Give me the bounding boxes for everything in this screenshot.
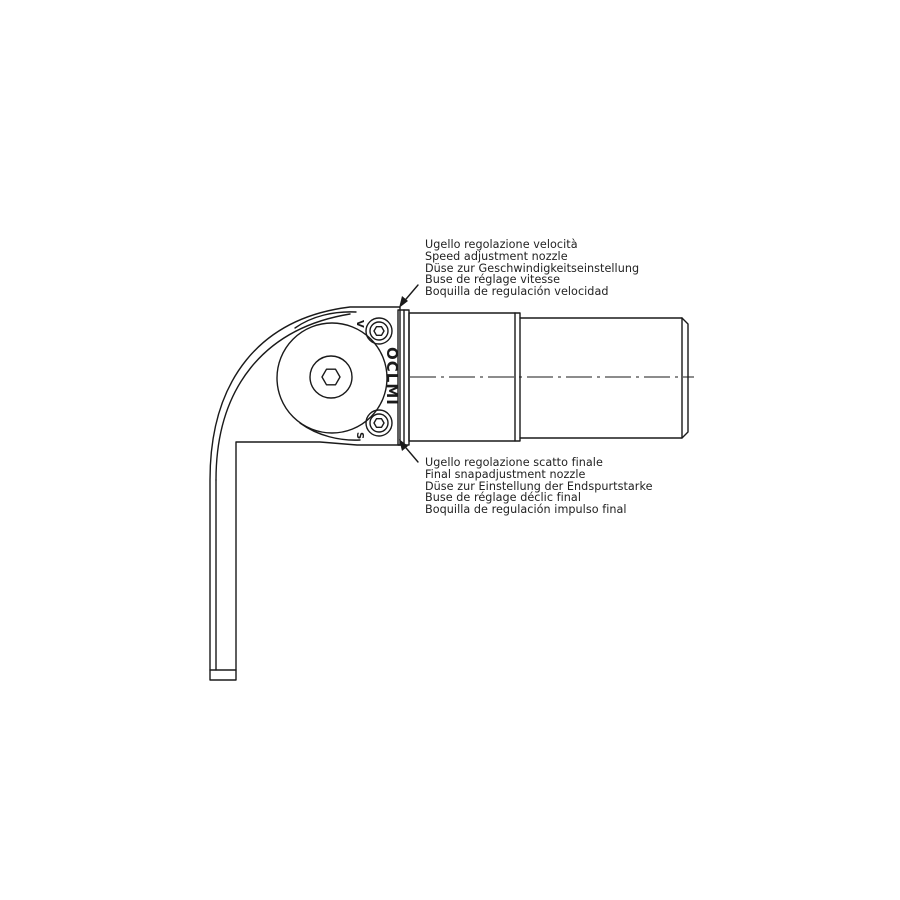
speed-label-es: Boquilla de regulación velocidad [425,285,609,299]
snap-nozzle-outer [365,409,393,437]
speed-nozzle-inner [369,321,389,341]
speed-nozzle-callout: Ugello regolazione velocità Speed adjust… [425,239,639,298]
hinge-pivot-lower-arc [299,422,361,441]
snap-arrowhead-icon [399,439,408,451]
speed-label-de: Düse zur Geschwindigkeitseinstellung [425,261,640,275]
speed-label-fr: Buse de réglage vitesse [425,273,561,287]
snap-nozzle-inner [369,413,389,433]
snap-nozzle-hex-icon [373,418,385,428]
speed-label-en: Speed adjustment nozzle [425,249,568,263]
speed-label-it: Ugello regolazione velocità [425,238,578,251]
snap-label-es: Boquilla de regulación impulso final [425,503,627,517]
speed-arrowhead-icon [399,296,408,308]
snap-label-en: Final snapadjustment nozzle [425,467,586,481]
pivot-screw-head [309,355,353,399]
arm-inner-curve [215,313,351,481]
speed-nozzle-outer [365,317,393,345]
snap-label-de: Düse zur Einstellung der Endspurtstarke [425,479,653,493]
brand-logo-text: OCLMI [383,347,401,406]
snap-label-it: Ugello regolazione scatto finale [425,456,603,469]
snap-marker-text: S [354,432,365,439]
hinge-knuckle [294,311,357,329]
hinge-pivot-circle [276,322,388,434]
snap-label-fr: Buse de réglage déclic final [425,491,581,505]
arm-outline [209,306,401,681]
speed-nozzle-hex-icon [373,326,385,336]
speed-marker-text: V [354,320,365,328]
shaft [519,317,689,439]
snap-nozzle-callout: Ugello regolazione scatto finale Final s… [425,457,653,516]
hex-socket-icon [321,368,341,386]
